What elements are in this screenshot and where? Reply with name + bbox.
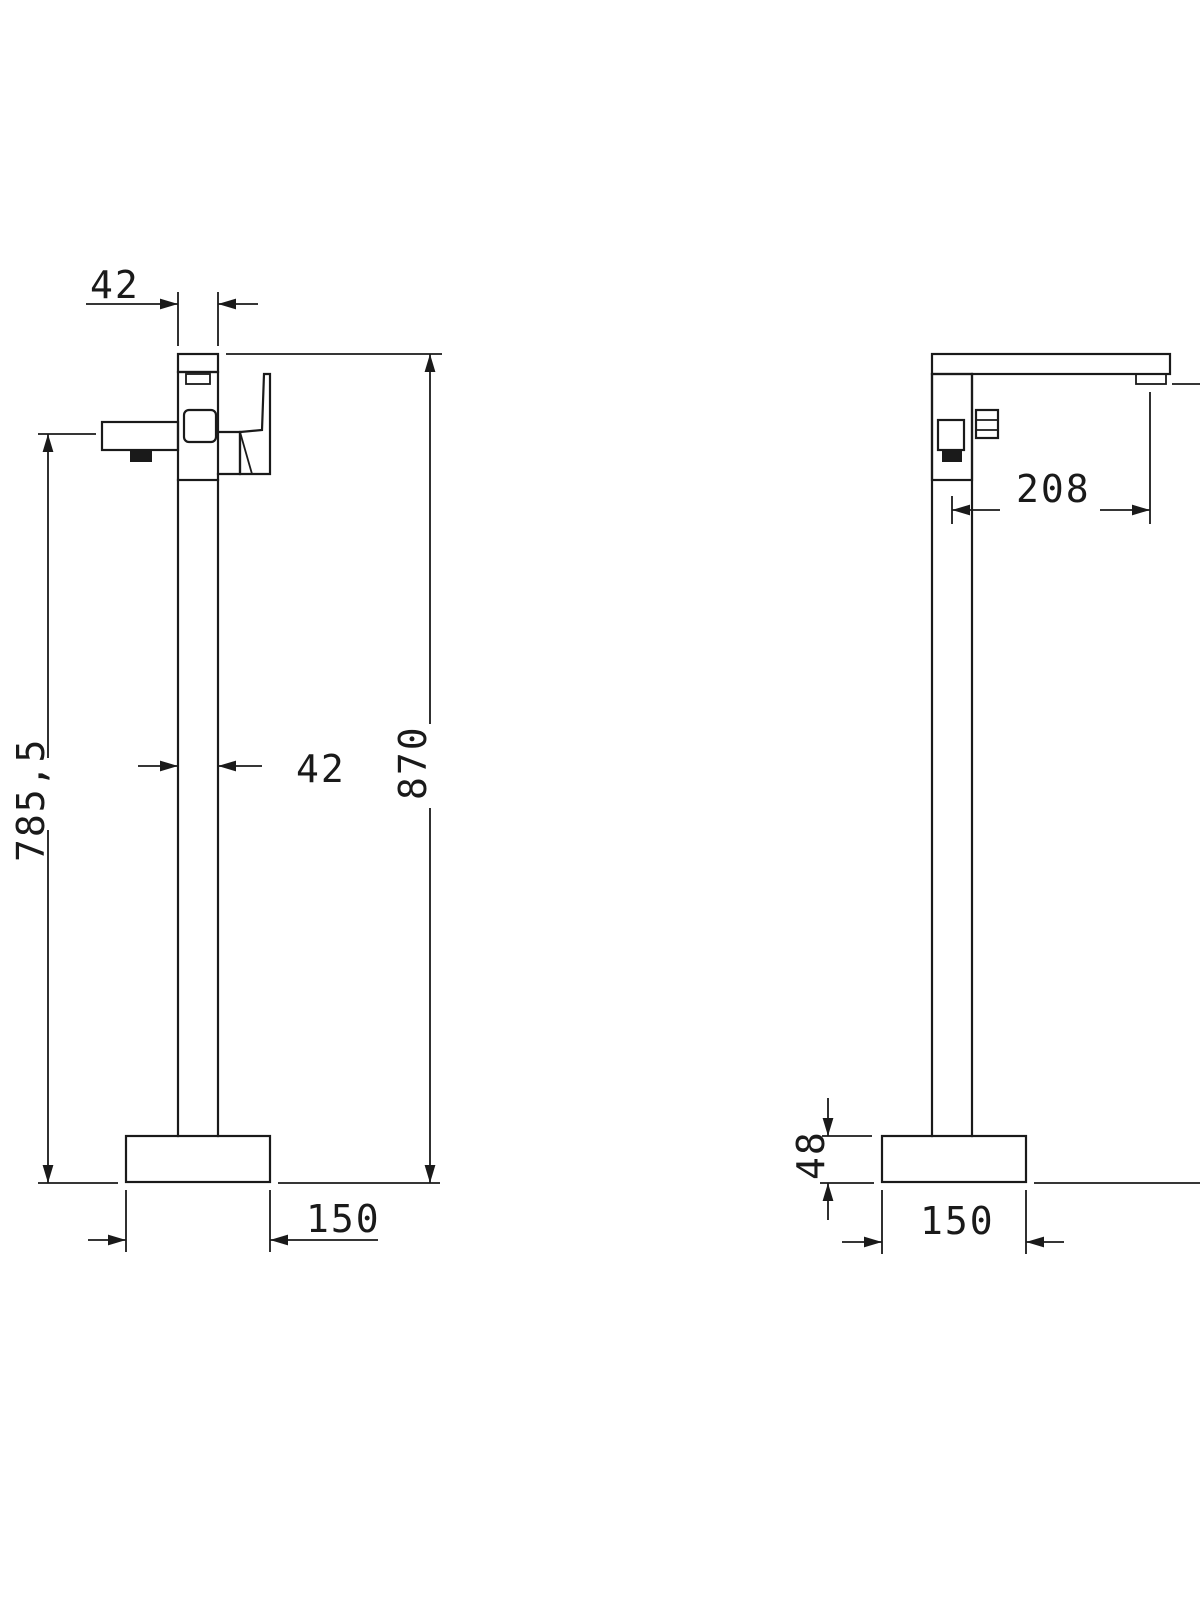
side-fitting-left xyxy=(936,418,966,452)
side-view: 208 48 150 xyxy=(789,352,1200,1254)
side-base-width-label: 150 xyxy=(920,1199,995,1243)
side-base-height-label: 48 xyxy=(789,1130,833,1180)
side-spout-outlet[interactable] xyxy=(1135,373,1167,385)
side-dim-spout-projection: 208 xyxy=(951,383,1200,524)
side-spout-projection-label: 208 xyxy=(1016,467,1091,511)
front-handle-lever[interactable] xyxy=(238,372,272,476)
front-spout-height-label: 785,5 xyxy=(9,738,53,862)
side-dim-base-width: 150 xyxy=(842,1190,1064,1254)
front-dim-spout-height: 785,5 xyxy=(9,433,96,1183)
front-handle[interactable] xyxy=(216,430,242,476)
front-spout-arm xyxy=(100,420,180,452)
front-column-width-label: 42 xyxy=(296,747,346,791)
front-total-height-label: 870 xyxy=(391,725,435,800)
side-fitting-right xyxy=(974,408,1000,440)
front-view: 42 42 785,5 870 150 xyxy=(9,263,442,1252)
side-mixer-body xyxy=(930,372,974,482)
side-dim-base-height: 48 xyxy=(789,1098,872,1220)
side-spout-arm xyxy=(930,352,1172,376)
front-dim-base-width: 150 xyxy=(88,1190,381,1252)
front-cap-insert xyxy=(185,373,211,385)
front-top-cap xyxy=(176,352,220,374)
front-base xyxy=(124,1134,272,1184)
front-dim-column-width: 42 xyxy=(138,747,346,791)
front-dim-top-width: 42 xyxy=(86,263,258,346)
front-spout-outlet[interactable] xyxy=(130,450,152,462)
side-fitting-left-outlet xyxy=(942,450,962,462)
side-column xyxy=(930,372,974,1138)
front-column xyxy=(176,478,220,1138)
side-base xyxy=(880,1134,1028,1184)
front-top-width-label: 42 xyxy=(90,263,140,307)
front-dim-total-height: 870 xyxy=(226,353,442,1183)
front-base-width-label: 150 xyxy=(306,1197,381,1241)
front-cartridge-square xyxy=(182,408,218,444)
